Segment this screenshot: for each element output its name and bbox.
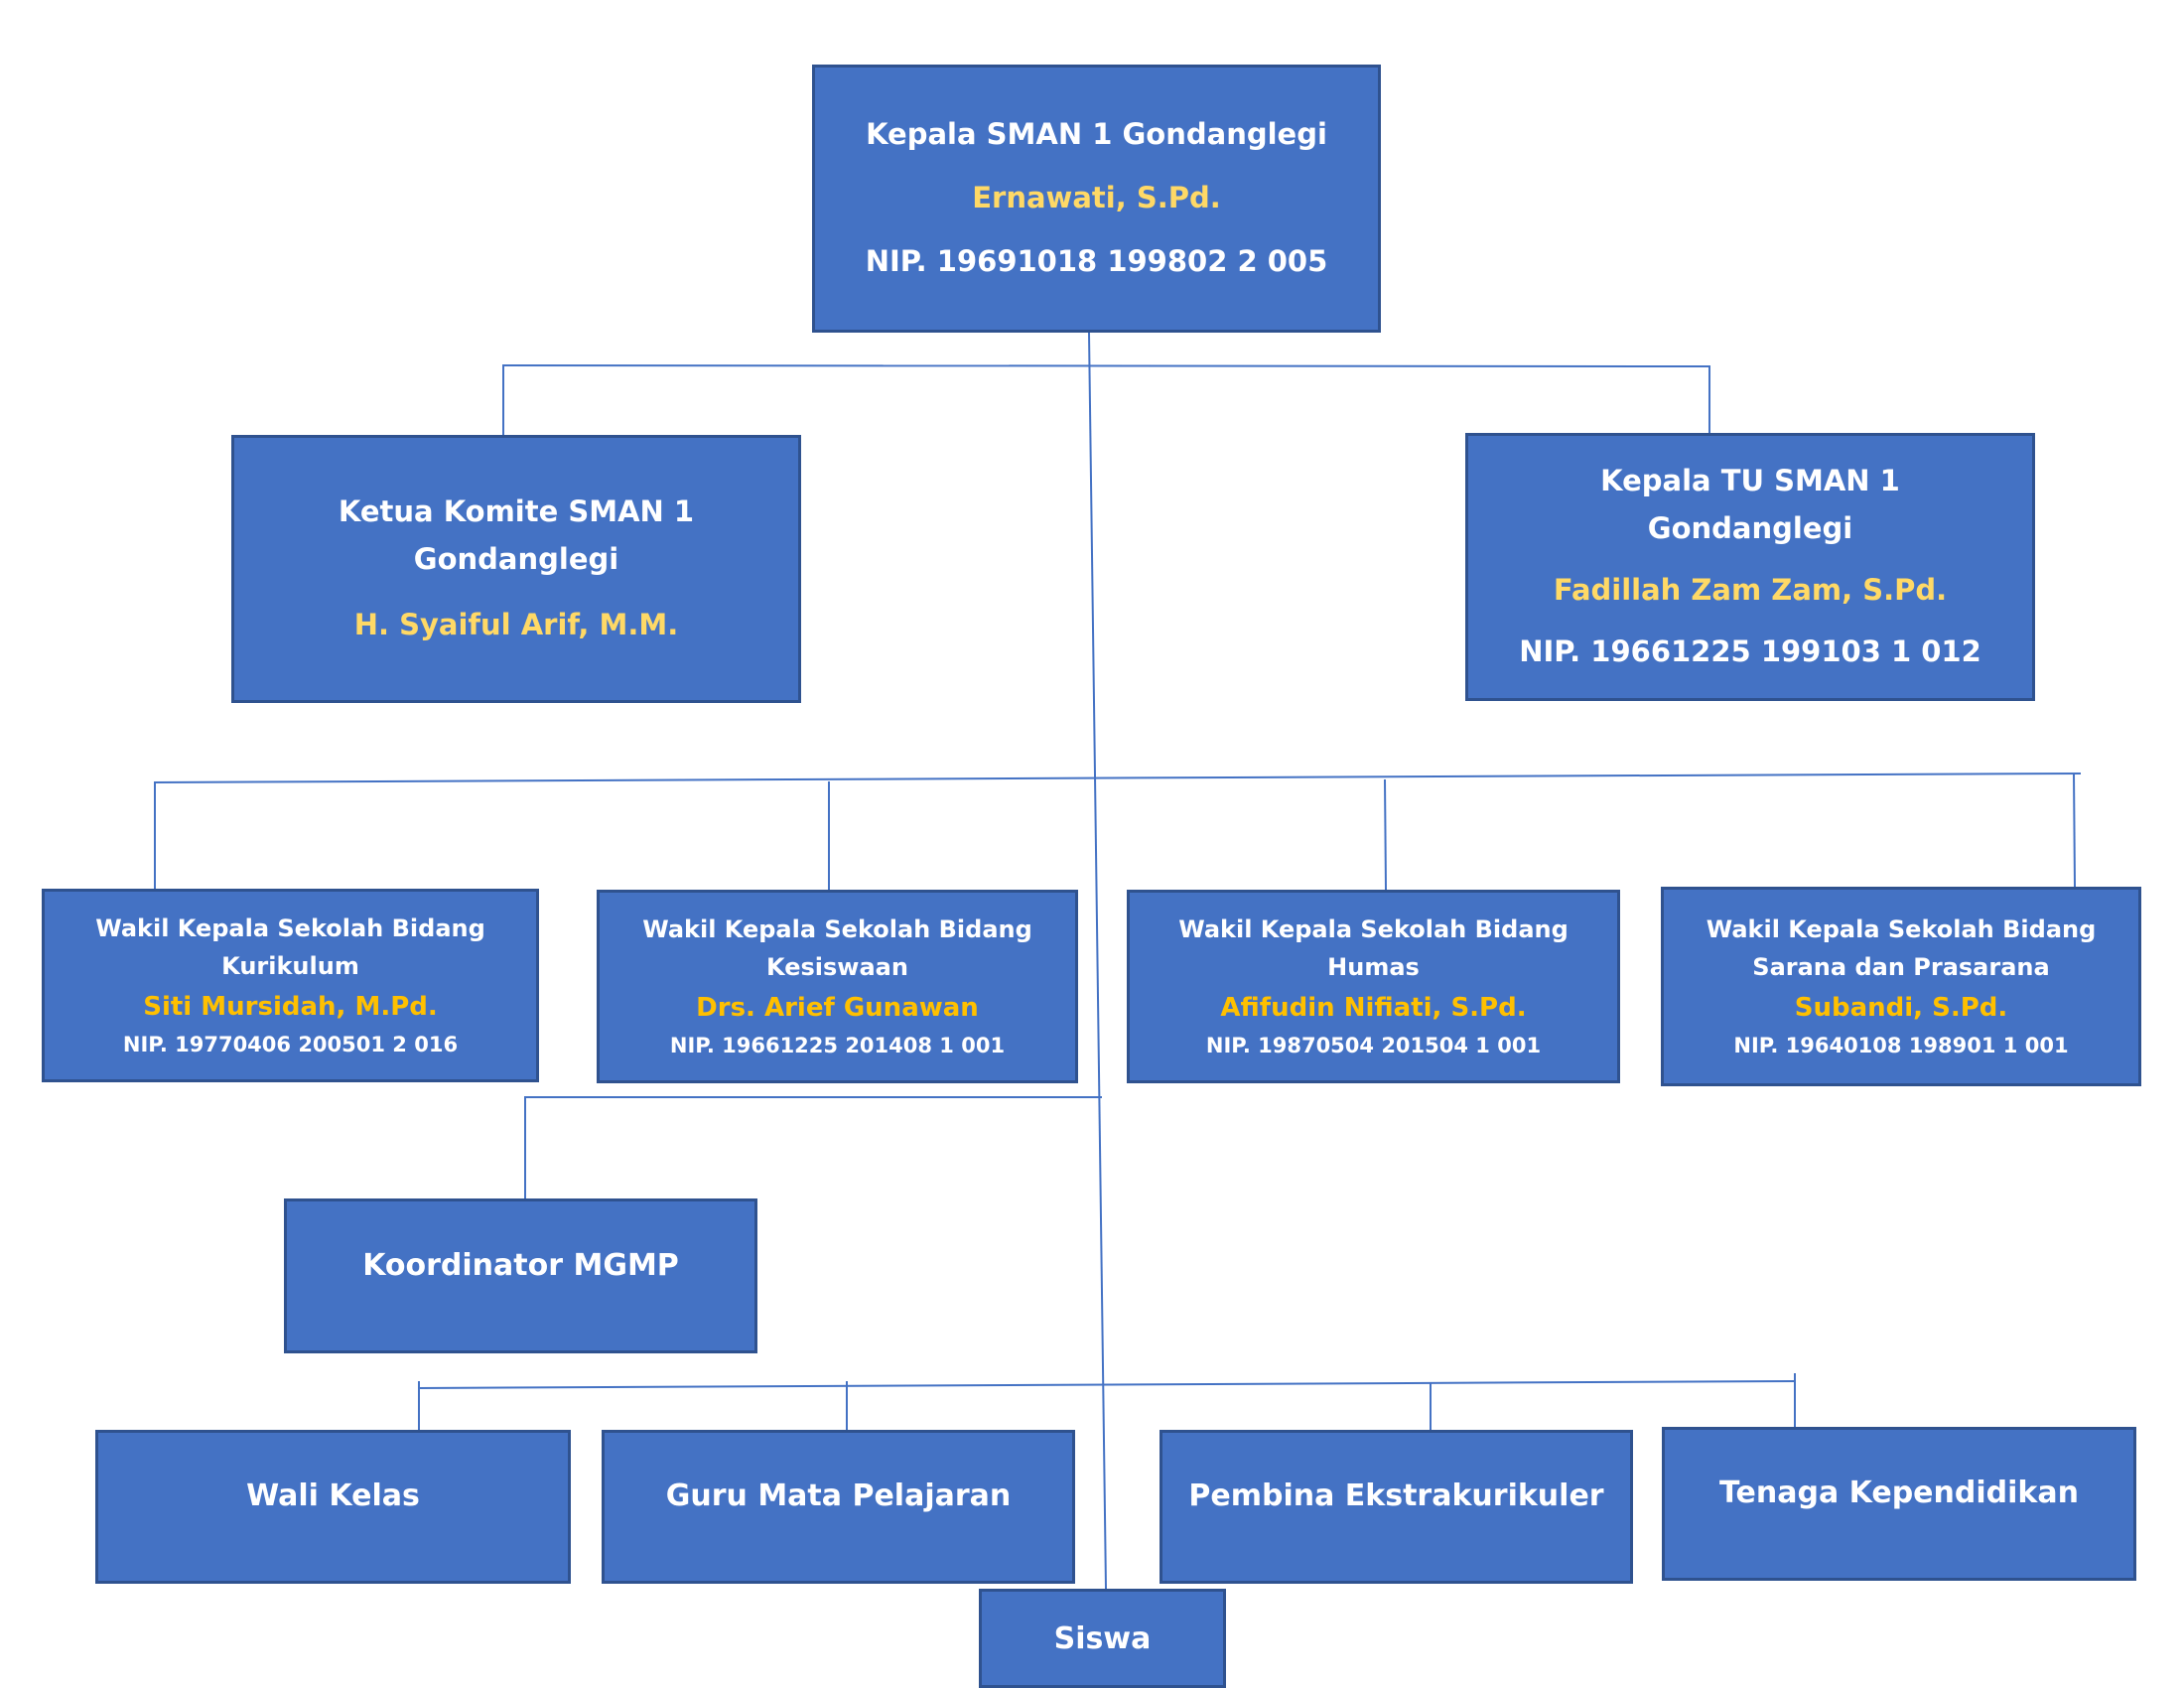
node-wakasek-humas: Wakil Kepala Sekolah Bidang Humas Afifud… — [1127, 890, 1620, 1083]
node-title-line2: Gondanglegi — [413, 542, 619, 577]
node-title-line2: Sarana dan Prasarana — [1752, 953, 2050, 982]
node-label: Siswa — [1053, 1620, 1152, 1656]
node-name: Afifudin Nifiati, S.Pd. — [1220, 993, 1527, 1024]
node-label: Koordinator MGMP — [362, 1247, 679, 1283]
connector-bar-level1 — [501, 364, 1711, 367]
node-title-line1: Wakil Kepala Sekolah Bidang — [1706, 914, 2097, 943]
node-nip: NIP. 19770406 200501 2 016 — [122, 1033, 459, 1057]
node-siswa: Siswa — [979, 1589, 1226, 1688]
node-pembina-ekskul: Pembina Ekstrakurikuler — [1160, 1430, 1633, 1584]
node-wali-kelas: Wali Kelas — [95, 1430, 571, 1584]
node-kepala-tu: Kepala TU SMAN 1 Gondanglegi Fadillah Za… — [1465, 433, 2035, 701]
connector-spine — [1088, 332, 1107, 1590]
node-nip: NIP. 19640108 198901 1 001 — [1733, 1034, 2069, 1058]
node-name: Subandi, S.Pd. — [1794, 993, 2008, 1024]
node-title-line2: Humas — [1327, 953, 1420, 982]
node-label: Guru Mata Pelajaran — [665, 1478, 1012, 1513]
node-kepala-sekolah: Kepala SMAN 1 Gondanglegi Ernawati, S.Pd… — [812, 65, 1381, 333]
node-name: Drs. Arief Gunawan — [696, 993, 979, 1024]
node-nip: NIP. 19691018 199802 2 005 — [865, 243, 1328, 278]
node-ketua-komite: Ketua Komite SMAN 1 Gondanglegi H. Syaif… — [231, 435, 801, 703]
node-title-line2: Kurikulum — [221, 952, 359, 981]
node-title: Kepala SMAN 1 Gondanglegi — [866, 117, 1327, 152]
node-koordinator-mgmp: Koordinator MGMP — [284, 1198, 757, 1353]
node-label: Tenaga Kependidikan — [1719, 1476, 2079, 1510]
node-title-line1: Kepala TU SMAN 1 — [1600, 464, 1900, 498]
node-guru-mapel: Guru Mata Pelajaran — [602, 1430, 1075, 1584]
node-title-line2: Kesiswaan — [766, 953, 908, 982]
node-nip: NIP. 19661225 201408 1 001 — [669, 1034, 1006, 1058]
connector-bar-level2 — [153, 773, 2082, 783]
node-title-line1: Wakil Kepala Sekolah Bidang — [642, 914, 1032, 943]
node-tenaga-kependidikan: Tenaga Kependidikan — [1662, 1427, 2136, 1581]
node-name: Ernawati, S.Pd. — [972, 181, 1221, 215]
connector-bar-level4 — [417, 1380, 1797, 1389]
node-name: Fadillah Zam Zam, S.Pd. — [1553, 573, 1948, 607]
node-name: Siti Mursidah, M.Pd. — [143, 992, 438, 1023]
node-label: Wali Kelas — [246, 1478, 420, 1513]
node-nip: NIP. 19870504 201504 1 001 — [1205, 1034, 1542, 1058]
node-title-line1: Wakil Kepala Sekolah Bidang — [95, 914, 485, 942]
node-wakasek-kesiswaan: Wakil Kepala Sekolah Bidang Kesiswaan Dr… — [597, 890, 1078, 1083]
connector-drop-sarpras — [2073, 773, 2076, 888]
connector-drop-humas — [1384, 778, 1387, 891]
node-label: Pembina Ekstrakurikuler — [1188, 1478, 1604, 1513]
node-wakasek-sarpras: Wakil Kepala Sekolah Bidang Sarana dan P… — [1661, 887, 2141, 1086]
node-title-line1: Ketua Komite SMAN 1 — [338, 494, 695, 529]
node-title-line1: Wakil Kepala Sekolah Bidang — [1178, 914, 1569, 943]
node-nip: NIP. 19661225 199103 1 012 — [1519, 633, 1981, 668]
node-name: H. Syaiful Arif, M.M. — [353, 607, 679, 641]
node-title-line2: Gondanglegi — [1647, 511, 1853, 546]
node-wakasek-kurikulum: Wakil Kepala Sekolah Bidang Kurikulum Si… — [42, 889, 539, 1082]
